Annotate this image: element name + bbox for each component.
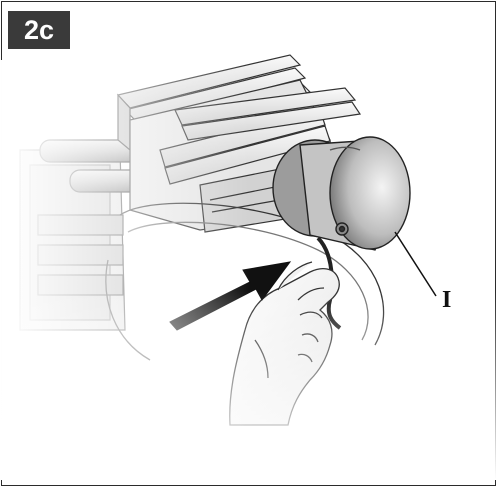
step-badge: 2c <box>8 11 70 49</box>
bottom-fade-overlay <box>0 60 499 480</box>
callout-leader-line <box>394 231 437 297</box>
callout-label-i: I <box>442 287 452 313</box>
step-label: 2c <box>23 14 55 45</box>
